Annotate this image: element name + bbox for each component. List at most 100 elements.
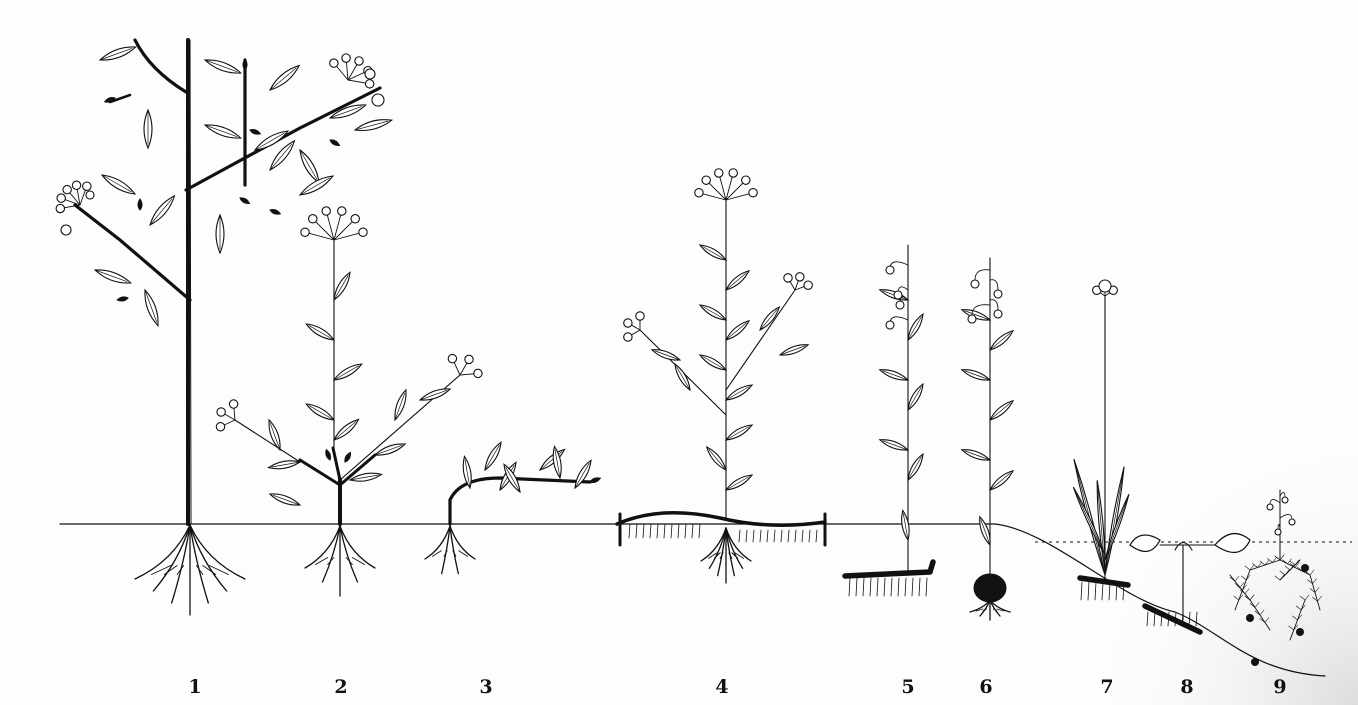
bud bbox=[329, 138, 341, 147]
flower bbox=[804, 281, 812, 289]
leaf bbox=[977, 516, 993, 546]
bud bbox=[243, 59, 247, 70]
flower bbox=[342, 54, 350, 62]
flower bbox=[971, 280, 979, 288]
flower bbox=[61, 225, 71, 235]
label-4: 4 bbox=[715, 676, 728, 698]
leaf bbox=[354, 116, 393, 134]
leaf bbox=[698, 242, 727, 263]
flower bbox=[702, 176, 710, 184]
leaf bbox=[572, 459, 594, 490]
label-7: 7 bbox=[1100, 676, 1113, 698]
bud bbox=[589, 476, 601, 484]
leaf bbox=[724, 472, 753, 493]
leaf bbox=[374, 441, 406, 459]
flower bbox=[355, 57, 363, 65]
plant-1-tree bbox=[56, 40, 393, 615]
flower bbox=[994, 310, 1002, 318]
label-5: 5 bbox=[901, 676, 914, 698]
flower bbox=[465, 355, 473, 363]
label-8: 8 bbox=[1180, 676, 1193, 698]
flower bbox=[372, 94, 384, 106]
flower bbox=[796, 273, 804, 281]
leaf bbox=[266, 419, 284, 451]
flower bbox=[896, 301, 904, 309]
flower bbox=[216, 423, 224, 431]
leaf bbox=[305, 321, 336, 343]
leaf bbox=[268, 459, 301, 471]
leaf bbox=[204, 56, 242, 77]
leaf bbox=[392, 389, 410, 421]
flower bbox=[351, 215, 359, 223]
label-3: 3 bbox=[479, 676, 492, 698]
flower bbox=[729, 169, 737, 177]
leaf bbox=[961, 447, 991, 463]
flower bbox=[57, 194, 65, 202]
plant-4-rhizome-herb bbox=[617, 169, 825, 583]
label-9: 9 bbox=[1273, 676, 1286, 698]
flower bbox=[742, 176, 750, 184]
leaf bbox=[879, 437, 909, 453]
leaf bbox=[698, 352, 727, 373]
flower bbox=[309, 215, 317, 223]
flower bbox=[886, 321, 894, 329]
leaf bbox=[267, 63, 301, 94]
flower bbox=[448, 354, 456, 362]
bud bbox=[324, 449, 332, 461]
leaf bbox=[482, 441, 504, 472]
label-1: 1 bbox=[188, 676, 201, 698]
flower bbox=[474, 369, 482, 377]
flower bbox=[624, 319, 632, 327]
flower bbox=[322, 207, 330, 215]
corner-shadow bbox=[1080, 430, 1358, 705]
flower bbox=[784, 274, 792, 282]
label-2: 2 bbox=[334, 676, 347, 698]
leaf bbox=[988, 328, 1015, 352]
flower bbox=[886, 266, 894, 274]
flower bbox=[1289, 519, 1295, 525]
flower bbox=[994, 290, 1002, 298]
leaf bbox=[94, 266, 132, 287]
label-6: 6 bbox=[979, 676, 992, 698]
flower bbox=[63, 185, 71, 193]
flower bbox=[83, 182, 91, 190]
plant-6-tuber bbox=[961, 258, 1015, 620]
flower bbox=[86, 191, 94, 199]
bud bbox=[117, 296, 129, 302]
leaf bbox=[332, 361, 363, 383]
flower bbox=[749, 189, 757, 197]
leaf bbox=[672, 362, 693, 391]
plant-2-shrub bbox=[216, 207, 482, 596]
leaf bbox=[204, 121, 242, 142]
flower bbox=[365, 80, 373, 88]
flower bbox=[229, 400, 237, 408]
leaf bbox=[724, 268, 751, 292]
flower bbox=[330, 59, 338, 67]
flower bbox=[56, 204, 64, 212]
leaf bbox=[758, 305, 782, 332]
bud bbox=[239, 196, 251, 205]
leaf bbox=[961, 367, 991, 383]
leaf bbox=[144, 110, 152, 148]
leaf bbox=[988, 398, 1015, 422]
flower bbox=[217, 408, 225, 416]
leaf bbox=[269, 491, 301, 509]
flower bbox=[301, 228, 309, 236]
leaf bbox=[779, 342, 809, 358]
flower bbox=[1275, 529, 1281, 535]
leaf bbox=[99, 43, 137, 64]
bud bbox=[269, 208, 281, 216]
leaf bbox=[332, 417, 361, 443]
bud bbox=[249, 128, 261, 136]
flower bbox=[1282, 497, 1288, 503]
leaf bbox=[988, 468, 1015, 492]
leaf bbox=[698, 302, 727, 323]
leaf bbox=[141, 289, 162, 327]
flower bbox=[695, 189, 703, 197]
flower bbox=[359, 228, 367, 236]
leaf bbox=[216, 215, 224, 253]
flower bbox=[715, 169, 723, 177]
plant-5-rhizome bbox=[845, 245, 933, 596]
